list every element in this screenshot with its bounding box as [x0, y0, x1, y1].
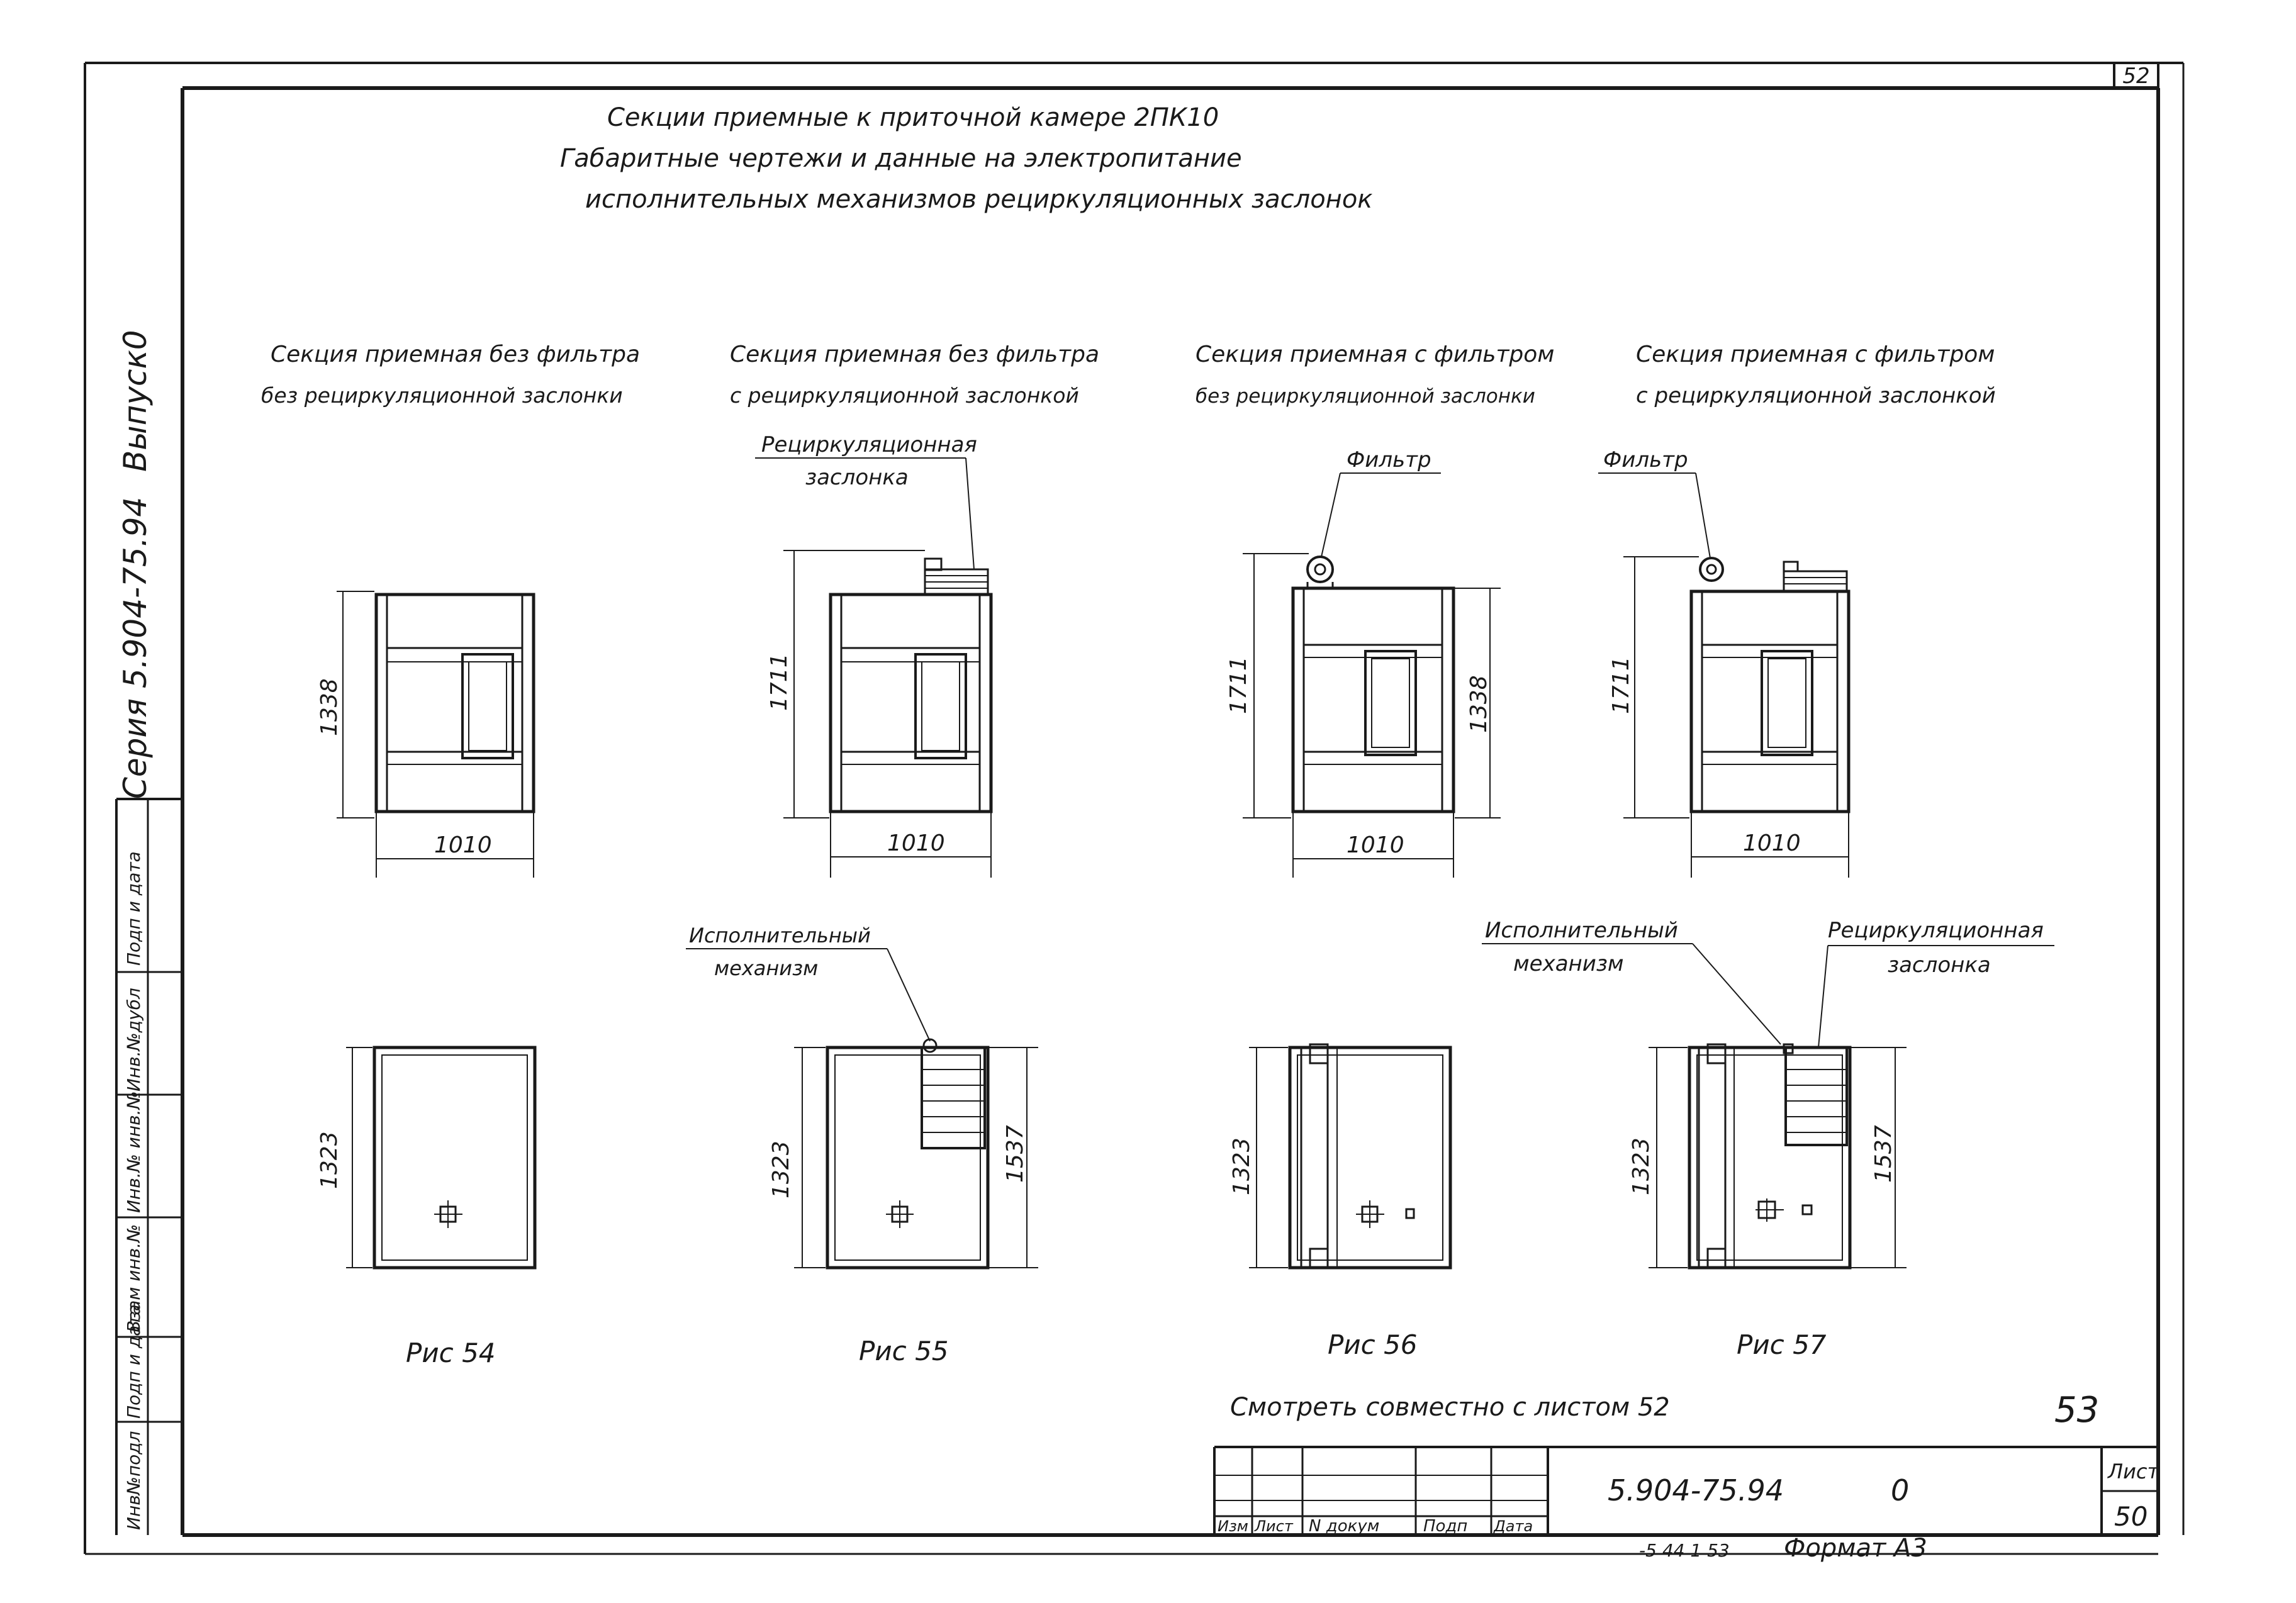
fig57-actuator-label1: Исполнительный — [1485, 918, 1678, 943]
fig56-dim-height-left: 1711 — [1226, 553, 1309, 818]
fig56-dim-width: 1010 — [1292, 813, 1454, 878]
tb-footer-stamp: -5 44 1 53 — [1639, 1540, 1730, 1561]
tb-header-doc: N докум — [1309, 1517, 1379, 1536]
fig56-dim-1711: 1711 — [1226, 656, 1252, 714]
fig55-actuator-leader: Исполнительный механизм — [686, 924, 931, 1042]
section4-title1: Секция приемная с фильтром — [1636, 342, 1995, 367]
handwritten-page: 53 — [2054, 1390, 2099, 1431]
tb-issue: 0 — [1891, 1473, 1909, 1507]
title-line3: исполнительных механизмов рециркуляционн… — [585, 185, 1372, 214]
title-line1: Секции приемные к приточной камере 2ПК10 — [607, 103, 1219, 132]
fig57-plan-dims: 1323 1537 — [1628, 1047, 1907, 1268]
section1-title1: Секция приемная без фильтра — [271, 342, 640, 367]
stamp-cell-4: Взам инв.№ — [123, 1224, 144, 1332]
fig55-dim-1711: 1711 — [766, 653, 792, 711]
fig54-dim-1338: 1338 — [316, 678, 342, 736]
corner-number: 52 — [2113, 62, 2159, 89]
fig55-actuator-label2: механизм — [714, 956, 818, 980]
fig55-front-view — [829, 593, 993, 813]
stamp-cell-6: Инв№подл — [123, 1431, 144, 1530]
stamp-cell-3: Инв.№ инв.№ — [123, 1091, 144, 1213]
fig56-dim-1323: 1323 — [1229, 1137, 1255, 1195]
fig56-caption: Рис 56 — [1328, 1329, 1418, 1360]
sheet-border — [84, 62, 2185, 1555]
series-label: Серия 5.904-75.94 — [117, 497, 154, 799]
fig57-damper-label1: Рециркуляционная — [1828, 918, 2044, 943]
section3-title1: Секция приемная с фильтром — [1196, 342, 1554, 367]
fig56-filter-leader: Фильтр — [1321, 447, 1441, 557]
left-stamp: Подп и дата Инв.№дубл Инв.№ инв.№ Взам и… — [115, 798, 182, 1535]
tb-header-data: Дата — [1493, 1517, 1533, 1535]
fig57-damper-leader: Рециркуляционная заслонка — [1818, 918, 2054, 1048]
fig57-actuator-leader: Исполнительный механизм — [1482, 918, 1781, 1045]
fig57-actuator-label2: механизм — [1513, 951, 1624, 976]
issue-label: Выпуск0 — [117, 330, 154, 472]
section2-title1: Секция приемная без фильтра — [730, 342, 1099, 367]
fig54-dim-1323: 1323 — [316, 1131, 342, 1189]
note-text: Смотреть совместно с листом 52 — [1230, 1393, 1670, 1422]
tb-header-izm: Изм — [1218, 1517, 1248, 1535]
fig56-dim-height-right: 1338 — [1455, 588, 1501, 818]
fig55-plan-dims: 1323 1537 — [768, 1047, 1038, 1268]
tb-doc-code: 5.904-75.94 — [1608, 1473, 1784, 1507]
section3-title2: без рециркуляционной заслонки — [1196, 385, 1535, 408]
fig57-plan-view — [1688, 1043, 1852, 1270]
fig54-plan-view — [372, 1046, 537, 1270]
fig55-plan-view — [826, 1038, 990, 1270]
fig54-dim-height: 1338 — [316, 591, 374, 818]
fig56-front-view — [1291, 556, 1455, 813]
stamp-cell-5: Подп и дата — [123, 1304, 144, 1419]
corner-number-text: 52 — [2122, 64, 2149, 89]
stamp-cell-2: Инв.№дубл — [123, 988, 144, 1092]
fig57-front-view — [1689, 557, 1851, 813]
tb-header-podp: Подп — [1423, 1517, 1467, 1536]
fig56-dim-1338: 1338 — [1466, 675, 1492, 733]
fig57-dim-1711: 1711 — [1608, 656, 1634, 714]
fig55-actuator-label1: Исполнительный — [689, 924, 871, 947]
fig57-filter-label: Фильтр — [1603, 447, 1688, 472]
fig55-dim-height: 1711 — [766, 550, 925, 818]
fig57-dim-1010: 1010 — [1743, 830, 1801, 856]
tb-format: Формат А3 — [1784, 1534, 1927, 1563]
fig55-damper-label1: Рециркуляционная — [761, 432, 977, 457]
section4-title2: с рециркуляционной заслонкой — [1636, 383, 1996, 408]
fig57-dim-width: 1010 — [1691, 813, 1849, 878]
fig57-damper-label2: заслонка — [1888, 952, 1991, 978]
tb-header-list: Лист — [1254, 1517, 1294, 1535]
title-block: Изм Лист N докум Подп Дата 5.904-75.94 0… — [1213, 1446, 2159, 1563]
title-line2: Габаритные чертежи и данные на электропи… — [560, 144, 1242, 173]
fig54-dim-width: 1010 — [376, 813, 534, 878]
fig55-dim-width: 1010 — [830, 813, 992, 878]
fig55-dim-1323: 1323 — [768, 1141, 794, 1198]
fig54-caption: Рис 54 — [406, 1338, 496, 1368]
fig56-dim-1010: 1010 — [1347, 832, 1404, 858]
fig54-plan-dim: 1323 — [316, 1047, 372, 1268]
fig55-dim-1537: 1537 — [1002, 1125, 1028, 1183]
fig57-caption: Рис 57 — [1737, 1329, 1827, 1360]
fig57-dim-height: 1711 — [1608, 556, 1699, 818]
fig57-filter-leader: Фильтр — [1598, 447, 1711, 559]
fig56-plan-view — [1288, 1043, 1452, 1270]
fig54-front-view — [374, 593, 535, 813]
fig55-damper — [924, 557, 989, 596]
fig56-filter-label: Фильтр — [1347, 447, 1431, 472]
fig57-dim-1323: 1323 — [1628, 1137, 1654, 1195]
side-label: Серия 5.904-75.94 Выпуск0 — [117, 330, 154, 799]
section2-title2: с рециркуляционной заслонкой — [730, 383, 1079, 408]
fig55-damper-leader: Рециркуляционная заслонка — [755, 432, 977, 570]
fig54-dim-1010: 1010 — [434, 832, 492, 858]
fig57-dim-1537: 1537 — [1871, 1125, 1896, 1183]
section-titles: Секция приемная без фильтра без рециркул… — [261, 342, 1996, 408]
fig55-dim-1010: 1010 — [887, 830, 945, 856]
tb-sheet-label: Лист — [2107, 1460, 2159, 1483]
section1-title2: без рециркуляционной заслонки — [261, 383, 623, 408]
fig55-damper-label2: заслонка — [805, 465, 909, 490]
fig56-plan-dim: 1323 — [1229, 1047, 1288, 1268]
tb-sheet-number: 50 — [2114, 1501, 2148, 1532]
fig55-caption: Рис 55 — [859, 1336, 949, 1366]
stamp-cell-1: Подп и дата — [123, 851, 144, 966]
